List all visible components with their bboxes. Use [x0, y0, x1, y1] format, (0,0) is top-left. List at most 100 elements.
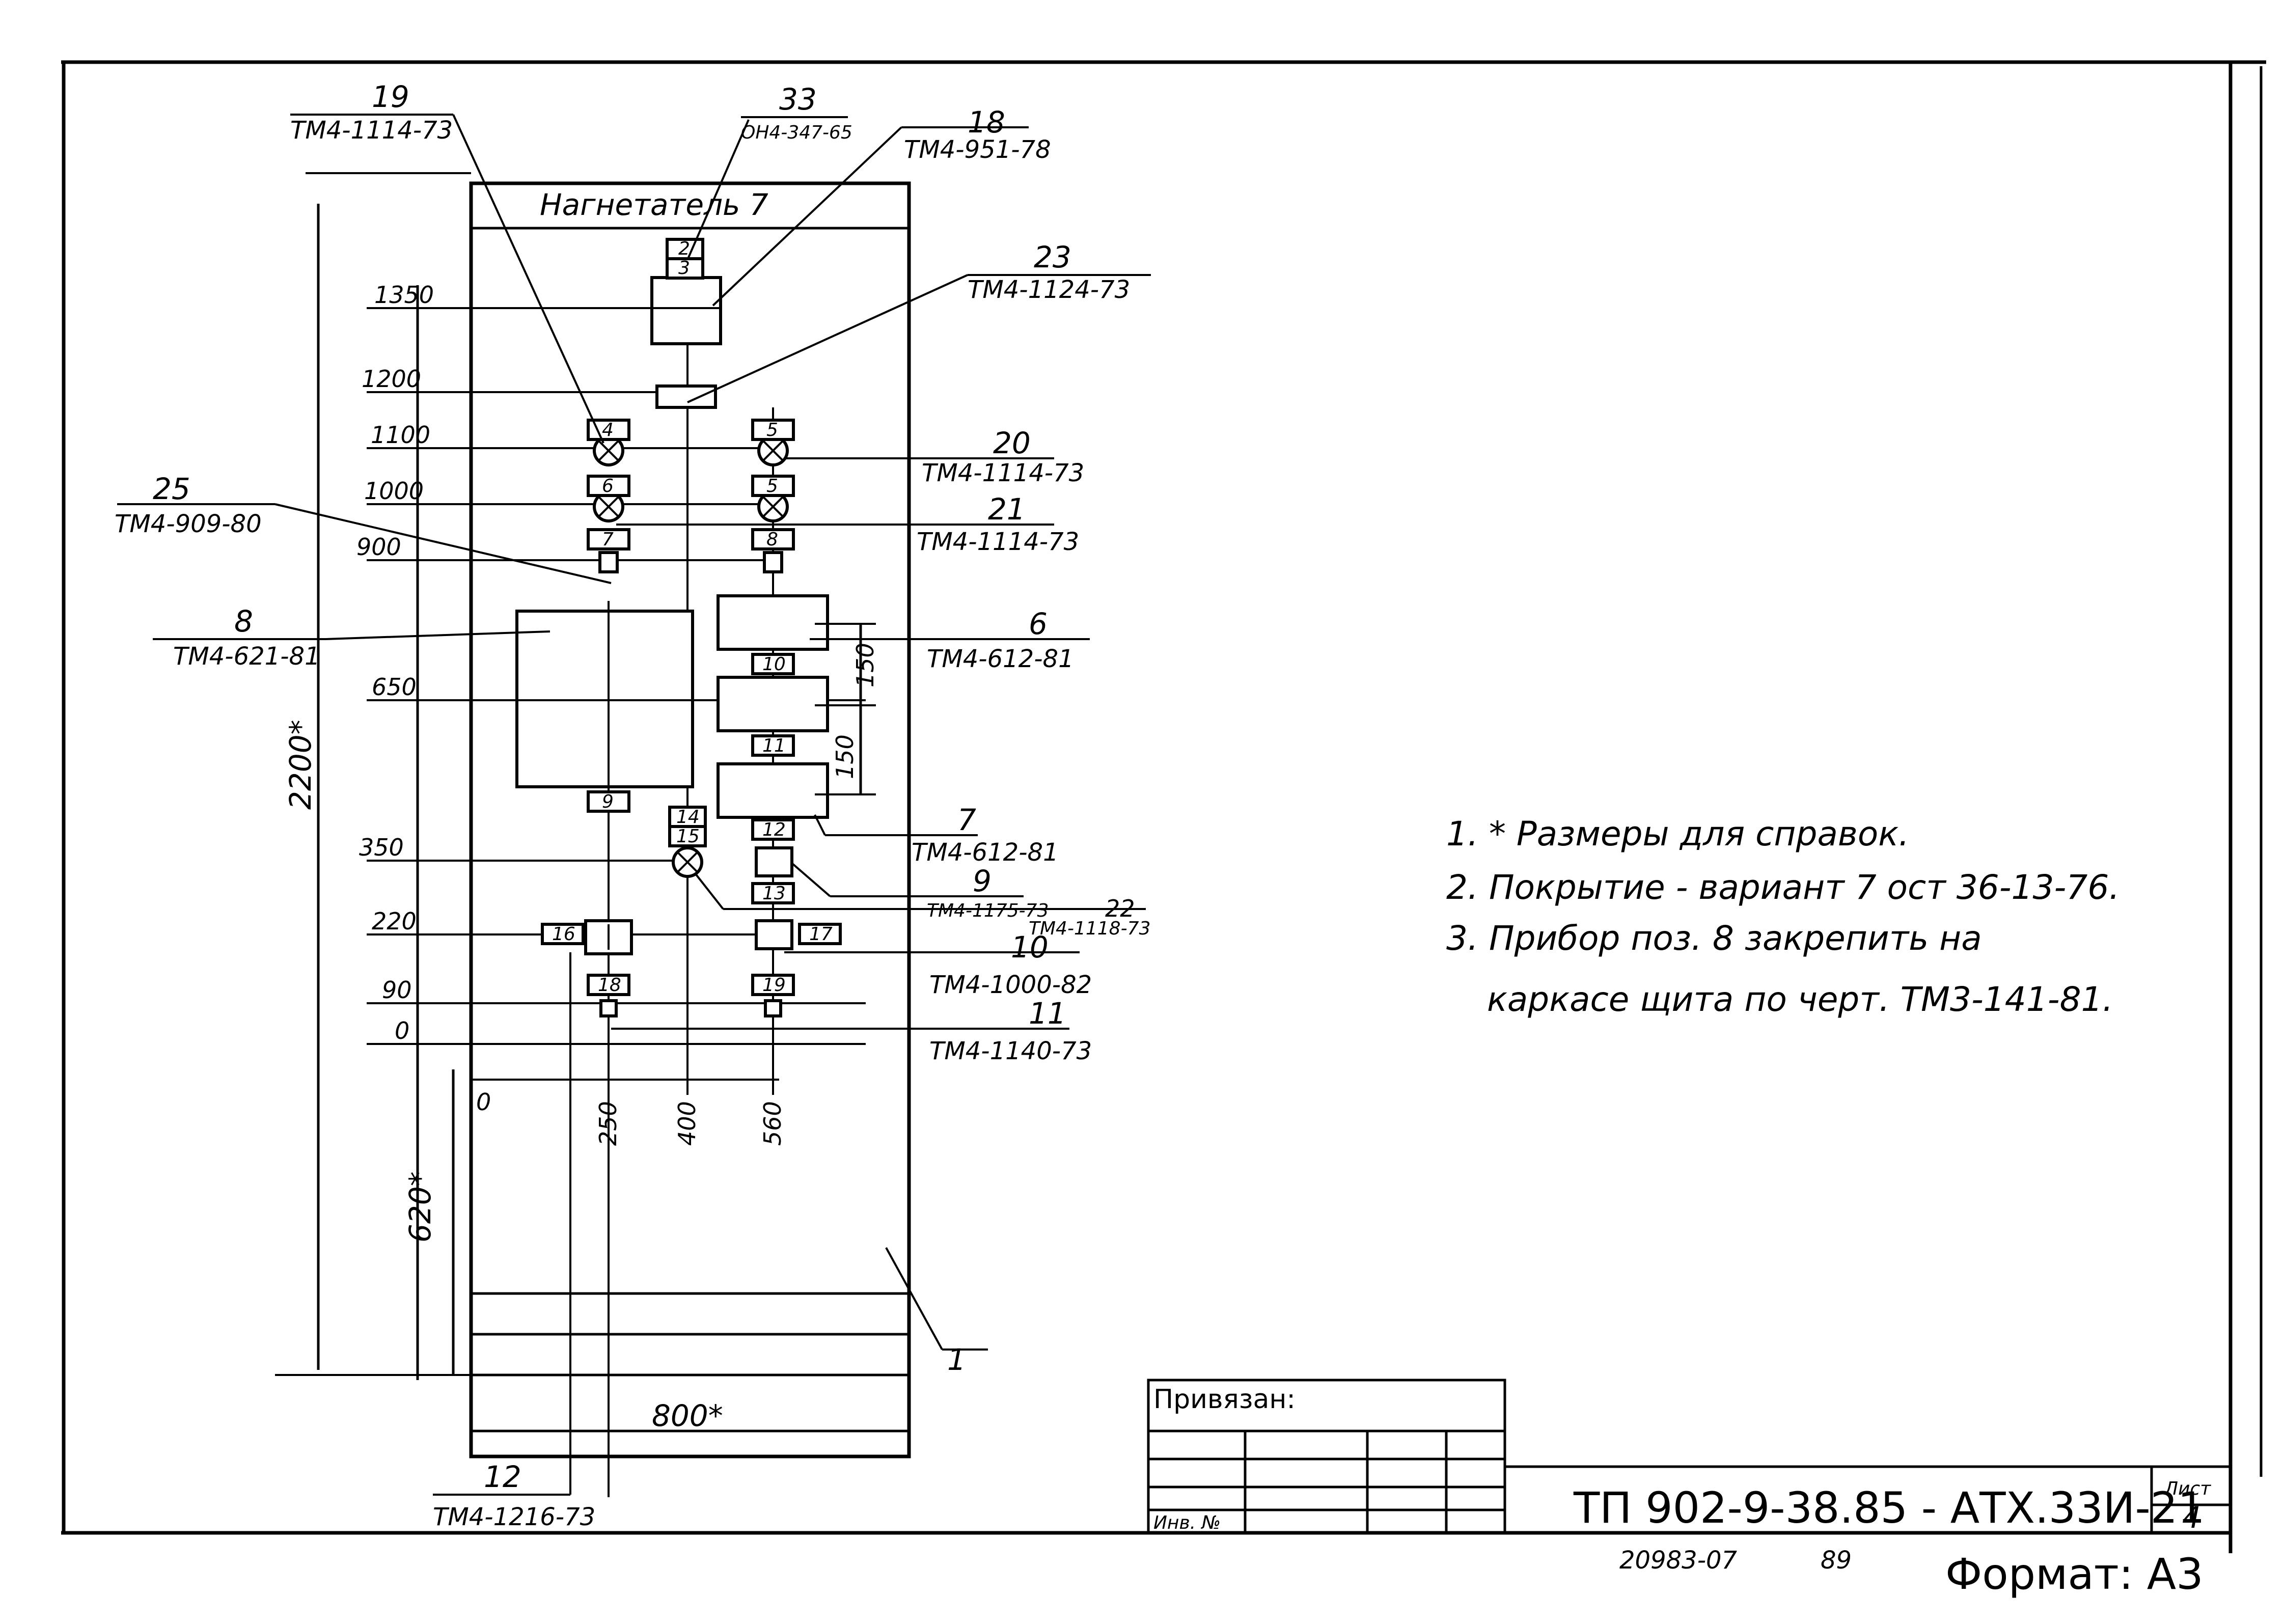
archive-number: 20983-07	[1619, 1546, 1738, 1575]
width-dimension: 800*	[471, 1398, 909, 1433]
elevation-label: 90	[382, 976, 412, 1004]
position-label: 250	[594, 1101, 622, 1146]
tag: 14	[676, 807, 700, 828]
device-7a	[717, 676, 829, 732]
tag: 2	[678, 238, 690, 259]
tag: 5	[766, 420, 778, 441]
tag: 17	[809, 924, 833, 945]
elevation-label: 1200	[362, 365, 421, 393]
archive-suffix: 89	[1821, 1546, 1852, 1575]
callout-ref: ТМ4-1175-73	[927, 900, 1049, 921]
tag: 16	[552, 924, 575, 945]
callout-number: 1	[947, 1342, 966, 1377]
callout-number: 10	[1011, 930, 1049, 965]
callout-ref: ТМ4-909-80	[115, 510, 262, 538]
elevation-label: 900	[356, 533, 401, 561]
devices	[515, 276, 829, 955]
callout-ref: ТМ4-1114-73	[290, 116, 453, 145]
callout-ref: ТМ4-1140-73	[929, 1037, 1092, 1065]
callout-number: 9	[973, 864, 992, 898]
sheet-frame	[61, 60, 2266, 1553]
sheet-number: 4	[2182, 1500, 2201, 1535]
callout-ref: ТМ4-621-81	[173, 642, 320, 671]
callout-number: 7	[957, 803, 976, 837]
tag: 5	[766, 476, 778, 497]
tag: 11	[762, 735, 786, 756]
callout-number: 22	[1105, 895, 1135, 922]
callout-ref: ТМ4-1118-73	[1029, 918, 1150, 939]
device-10	[755, 919, 793, 950]
tag: 15	[676, 826, 700, 847]
callout-ref: ТМ4-1124-73	[968, 276, 1130, 304]
position-tags: 2 3 4 5 6 5 7 8 10 11 9 12 14 15 13 16 1…	[541, 238, 842, 996]
leader-lines	[117, 114, 1151, 1496]
elevation-labels: 1350 1200 1100 1000 900 650 350 220 90 0	[356, 281, 434, 1044]
title-block: Привязан: Инв. № ТП 902-9-38.85 - АТХ.33…	[1147, 1379, 2231, 1599]
elevation-label: 0	[395, 1017, 409, 1044]
tag: 8	[766, 529, 778, 550]
callout-number: 18	[968, 105, 1005, 140]
connector	[764, 999, 782, 1017]
note-line: 3. Прибор поз. 8 закрепить на	[1446, 919, 1982, 958]
callout-number: 33	[779, 82, 817, 117]
note-line: 1. * Размеры для справок.	[1446, 814, 1909, 854]
tag: 4	[602, 420, 614, 441]
device-23	[655, 384, 717, 409]
device-18	[650, 276, 722, 345]
internal-dimensions: 150 150	[815, 623, 879, 795]
callout-number: 21	[988, 492, 1026, 527]
height-dimension: 2200* 620*	[275, 172, 471, 1376]
notes: 1. * Размеры для справок. 2. Покрытие - …	[1446, 814, 2119, 1019]
internal-dim-label: 150	[831, 734, 859, 779]
linked-label: Привязан:	[1153, 1384, 1296, 1415]
device-7b	[717, 762, 829, 819]
callout-ref: ТМ4-612-81	[912, 838, 1059, 867]
vertical-axes	[608, 265, 774, 1497]
note-line: каркасе щита по черт. ТМ3-141-81.	[1487, 980, 2113, 1019]
connector	[763, 551, 783, 573]
format-label: Формат: А3	[1945, 1549, 2204, 1599]
tag: 18	[598, 975, 621, 996]
connector	[598, 551, 619, 573]
position-label: 0	[476, 1088, 491, 1116]
device-9	[755, 846, 793, 877]
callout-ref: ТМ4-612-81	[927, 645, 1074, 673]
callout-ref: ТМ4-1216-73	[433, 1503, 595, 1531]
tag: 12	[762, 819, 786, 840]
callout-number: 20	[993, 426, 1031, 460]
callout-number: 25	[153, 472, 190, 506]
elevation-label: 220	[372, 907, 417, 935]
position-label: 560	[759, 1101, 786, 1146]
tag: 13	[762, 883, 786, 904]
callout-ref: ТМ4-1114-73	[917, 528, 1079, 556]
panel-outline: Нагнетатель 7	[469, 181, 911, 1458]
tag: 7	[602, 529, 614, 550]
width-dim-label: 800*	[652, 1398, 723, 1433]
horizontal-position-dims: 0 250 400 560	[471, 1079, 786, 1146]
callout-number: 6	[1029, 607, 1048, 641]
bottom-dim-label: 620*	[403, 1171, 437, 1243]
callout-ref: ОН4-347-65	[741, 122, 852, 143]
callouts: 19 ТМ4-1114-73 33 ОН4-347-65 18 ТМ4-951-…	[115, 79, 1150, 1531]
callout-ref: ТМ4-1000-82	[929, 971, 1092, 999]
internal-dim-label: 150	[851, 643, 879, 687]
elevation-label: 350	[359, 834, 404, 861]
callout-number: 12	[484, 1460, 521, 1494]
callout-number: 23	[1034, 240, 1071, 274]
callout-ref: ТМ4-951-78	[904, 135, 1051, 164]
device-6	[717, 594, 829, 651]
tag: 9	[602, 791, 614, 812]
device-8	[515, 610, 694, 788]
elevation-label: 1350	[374, 281, 434, 309]
lamp-icon	[672, 846, 703, 878]
inventory-label: Инв. №	[1153, 1512, 1221, 1533]
elevation-label: 1000	[364, 477, 424, 505]
elevation-label: 650	[372, 673, 417, 701]
sheet-label: Лист	[2163, 1478, 2211, 1499]
elevation-label: 1100	[371, 421, 430, 449]
tag: 19	[762, 975, 786, 996]
callout-ref: ТМ4-1114-73	[922, 459, 1084, 487]
tag: 6	[602, 476, 614, 497]
document-code: ТП 902-9-38.85 - АТХ.33И-21	[1573, 1483, 2205, 1533]
